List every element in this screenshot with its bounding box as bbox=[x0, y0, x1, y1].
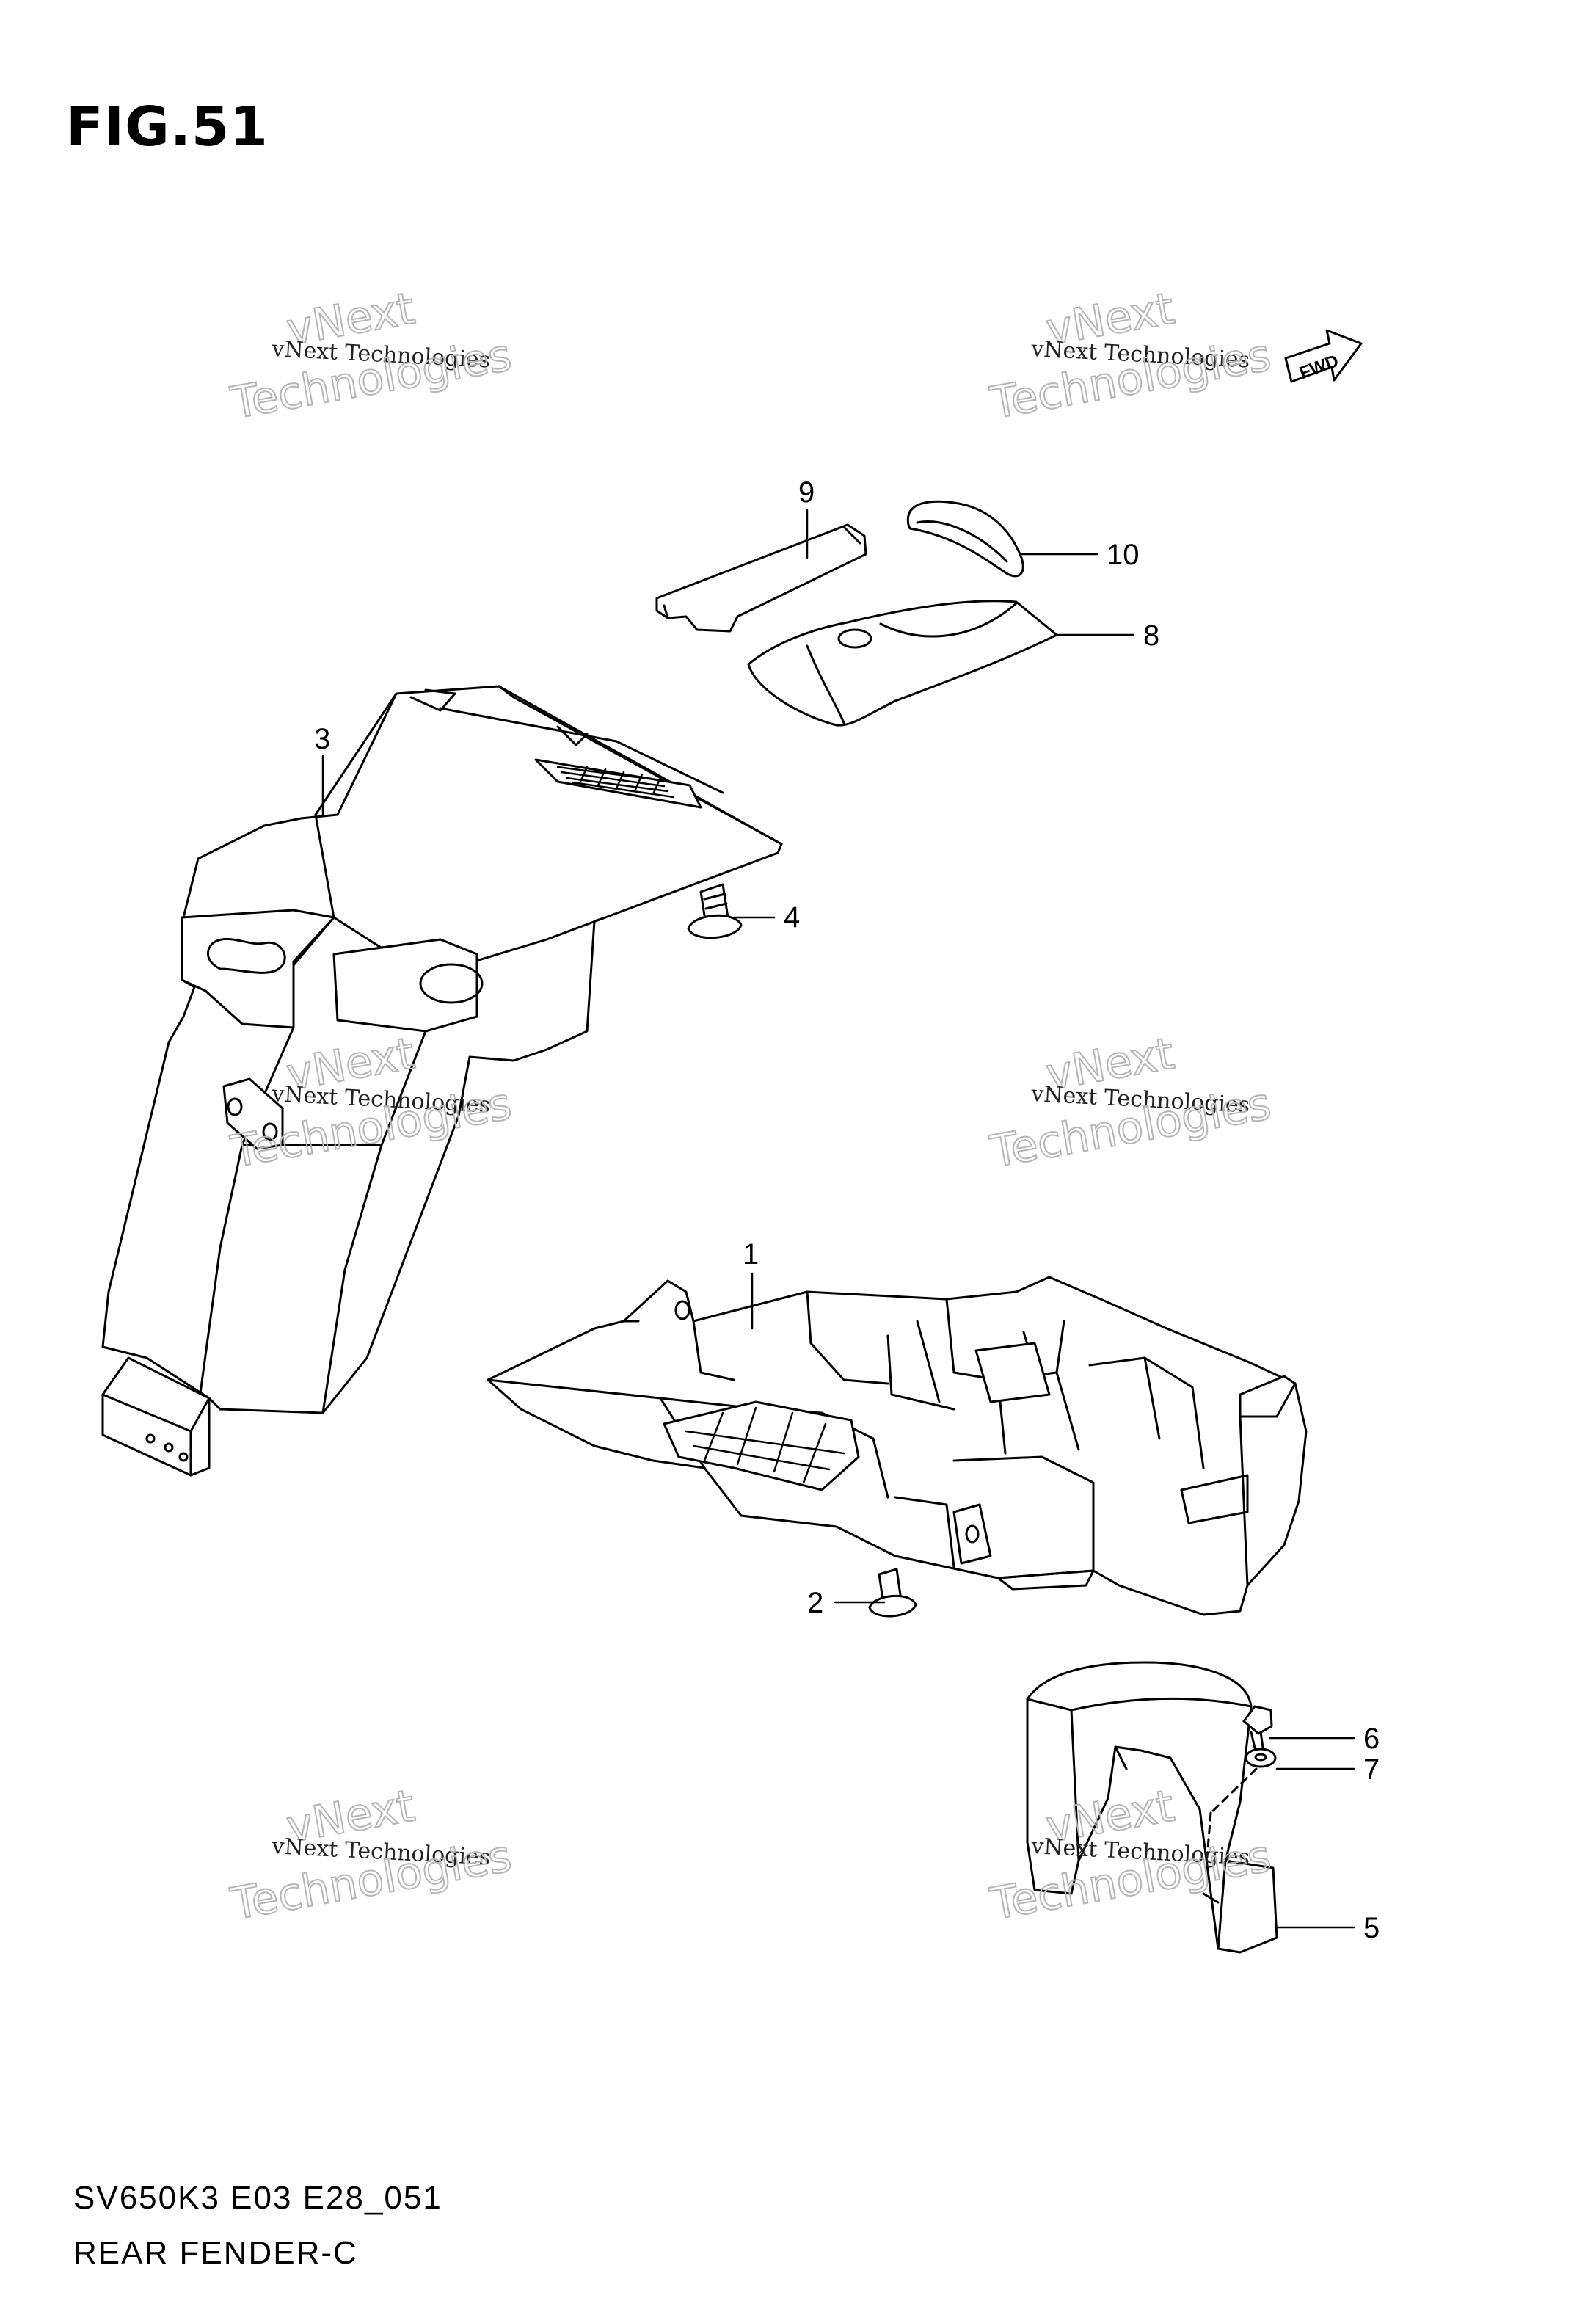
fwd-arrow-icon: FWD bbox=[1284, 329, 1363, 383]
callout-3: 3 bbox=[314, 723, 330, 755]
callout-4: 4 bbox=[784, 901, 800, 934]
callout-10: 10 bbox=[1107, 539, 1140, 571]
part-7-washer bbox=[1245, 1748, 1277, 1768]
part-2-screw bbox=[868, 1568, 917, 1618]
part-8-cover bbox=[747, 600, 1058, 727]
part-6-bolt bbox=[1242, 1705, 1273, 1756]
part-3-rear-fender bbox=[101, 685, 783, 1477]
model-code: SV650K3 E03 E28_051 bbox=[73, 2180, 442, 2216]
part-1-under-tray bbox=[487, 1276, 1308, 1616]
callout-labels: 1 2 3 4 5 6 7 8 9 10 bbox=[314, 476, 1380, 1944]
diagram-name: REAR FENDER-C bbox=[73, 2235, 358, 2271]
callout-1: 1 bbox=[743, 1238, 759, 1270]
callout-8: 8 bbox=[1143, 619, 1159, 652]
callout-5: 5 bbox=[1363, 1912, 1380, 1944]
watermark-2: vNext vNext Technologies Technologies bbox=[985, 282, 1275, 430]
callout-6: 6 bbox=[1363, 1723, 1380, 1755]
part-9-strap bbox=[655, 523, 867, 633]
part-4-screw bbox=[687, 883, 743, 939]
watermark-5: vNext vNext Technologies Technologies bbox=[226, 1779, 516, 1931]
callout-2: 2 bbox=[807, 1587, 823, 1619]
watermark-1: vNext vNext Technologies Technologies bbox=[226, 282, 516, 430]
leader-lines bbox=[321, 509, 1355, 1929]
callout-7: 7 bbox=[1363, 1753, 1380, 1786]
part-5-mud-guard bbox=[1026, 1661, 1278, 1954]
watermark-4: vNext vNext Technologies Technologies bbox=[985, 1027, 1275, 1179]
callout-9: 9 bbox=[798, 476, 815, 509]
part-10-band bbox=[906, 500, 1024, 578]
figure-title: FIG.51 bbox=[66, 95, 269, 159]
